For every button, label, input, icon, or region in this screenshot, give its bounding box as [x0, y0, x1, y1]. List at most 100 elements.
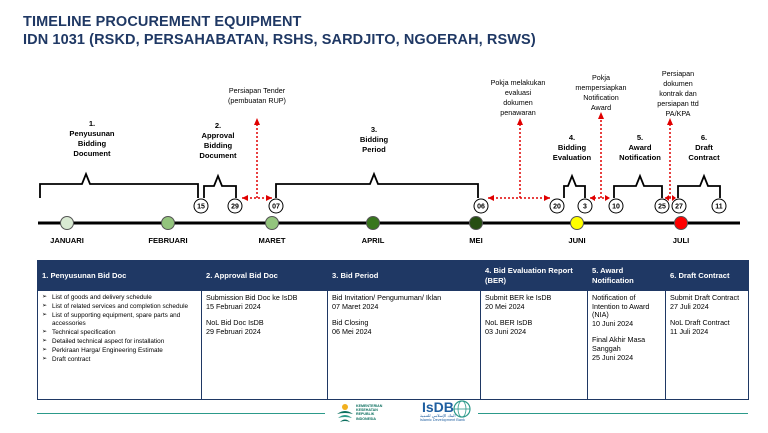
- phase-braces: [39, 171, 721, 198]
- month-node-februari: [161, 216, 175, 230]
- svg-text:20: 20: [553, 204, 561, 211]
- cell-date: 20 Mei 2024: [485, 301, 525, 311]
- cell-text: Submit Draft Contract: [670, 293, 740, 302]
- list-item: List of supporting equipment, spare part…: [42, 312, 197, 327]
- day-marker-07: 07: [268, 198, 284, 214]
- cell-text: NoL Draft Contract: [670, 318, 730, 328]
- cell-date: 29 Februari 2024: [206, 326, 261, 336]
- list-item: Technical specification: [42, 329, 197, 337]
- header-col-2: 2. Approval Bid Doc: [201, 260, 328, 291]
- day-marker-15: 15: [193, 198, 209, 214]
- kemenkes-logo-icon: [337, 404, 353, 422]
- table-header-row: 1. Penyusunan Bid Doc 2. Approval Bid Do…: [37, 260, 749, 291]
- day-marker-11: 11: [711, 198, 727, 214]
- list-item: List of related services and completion …: [42, 303, 197, 311]
- month-label-februari: FEBRUARI: [148, 236, 187, 245]
- brace-phase-4: [563, 173, 586, 198]
- cell-col-3: Bid Invitation/ Pengumuman/ Iklan 07 Mar…: [327, 290, 481, 400]
- cell-date: 10 Juni 2024: [592, 318, 634, 328]
- arrow-heads: [242, 112, 676, 201]
- month-label-mei: MEI: [469, 236, 483, 245]
- day-marker-06: 06: [473, 198, 489, 214]
- cell-col-1: List of goods and delivery schedule List…: [37, 290, 202, 400]
- header-col-3: 3. Bid Period: [327, 260, 481, 291]
- header-col-1: 1. Penyusunan Bid Doc: [37, 260, 202, 291]
- bid-doc-list: List of goods and delivery schedule List…: [42, 294, 197, 364]
- svg-text:29: 29: [231, 204, 239, 211]
- month-nodes: [60, 216, 688, 230]
- svg-text:27: 27: [675, 204, 683, 211]
- month-node-mei: [469, 216, 483, 230]
- svg-text:10: 10: [612, 204, 620, 211]
- isdb-logo-arabic: البنك الإسلامي للتنمية: [420, 413, 456, 418]
- month-label-maret: MARET: [259, 236, 286, 245]
- page-subtitle: IDN 1031 (RSKD, PERSAHABATAN, RSHS, SARD…: [23, 32, 536, 48]
- isdb-logo-text: IsDB: [422, 399, 454, 415]
- cell-date: 07 Maret 2024: [332, 301, 379, 311]
- month-node-juli: [674, 216, 688, 230]
- header-col-6: 6. Draft Contract: [665, 260, 749, 291]
- day-marker-29: 29: [227, 198, 243, 214]
- isdb-logo-subtext: Islamic Development Bank: [420, 418, 465, 422]
- brace-phase-3: [275, 171, 479, 198]
- list-item: List of goods and delivery schedule: [42, 294, 197, 302]
- cell-date: 06 Mei 2024: [332, 326, 372, 336]
- svg-text:3: 3: [583, 204, 587, 211]
- day-marker-10: 10: [608, 198, 624, 214]
- kemenkes-logo-text: KEMENTERIAN KESEHATAN REPUBLIK INDONESIA: [356, 404, 383, 421]
- cell-text: Submit BER ke IsDB: [485, 293, 552, 302]
- cell-date: 27 Juli 2024: [670, 301, 709, 311]
- list-item: Detailed technical aspect for installati…: [42, 338, 197, 346]
- cell-text: Submission Bid Doc ke IsDB: [206, 293, 298, 302]
- month-node-juni: [570, 216, 584, 230]
- footer-divider-right: [478, 413, 748, 414]
- svg-text:25: 25: [658, 204, 666, 211]
- cell-text: NoL BER IsDB: [485, 318, 533, 328]
- cell-date: 03 Juni 2024: [485, 326, 527, 336]
- day-marker-20: 20: [549, 198, 565, 214]
- month-label-juni: JUNI: [568, 236, 585, 245]
- brace-phase-5: [613, 173, 663, 198]
- note-persiapan-tender: Persiapan Tender(pembuatan RUP): [228, 86, 286, 105]
- day-marker-27: 27: [671, 198, 687, 214]
- month-label-juli: JULI: [673, 236, 689, 245]
- page-title: TIMELINE PROCUREMENT EQUIPMENT: [23, 14, 302, 30]
- month-node-maret: [265, 216, 279, 230]
- cell-col-4: Submit BER ke IsDB 20 Mei 2024 NoL BER I…: [480, 290, 588, 400]
- table-row: List of goods and delivery schedule List…: [37, 290, 749, 400]
- list-item: Perkiraan Harga/ Engineering Estimate: [42, 347, 197, 355]
- day-marker-25: 25: [654, 198, 670, 214]
- month-node-januari: [60, 216, 74, 230]
- list-item: Draft contract: [42, 356, 197, 364]
- header-col-5: 5. Award Notification: [587, 260, 666, 291]
- brace-phase-6: [677, 173, 721, 198]
- cell-text: Notification of Intention to Award (NIA): [592, 293, 650, 320]
- cell-col-2: Submission Bid Doc ke IsDB 15 Februari 2…: [201, 290, 328, 400]
- month-node-april: [366, 216, 380, 230]
- svg-text:11: 11: [715, 204, 723, 211]
- brace-phase-2: [203, 173, 237, 198]
- svg-text:07: 07: [272, 204, 280, 211]
- footer-divider-left: [37, 413, 325, 414]
- svg-text:15: 15: [197, 204, 205, 211]
- dotted-arrows: [242, 118, 676, 199]
- cell-date: 25 Juni 2024: [592, 352, 634, 362]
- cell-text: NoL Bid Doc IsDB: [206, 318, 264, 328]
- month-label-januari: JANUARI: [50, 236, 84, 245]
- cell-date: 11 Juli 2024: [670, 326, 709, 336]
- cell-text: Bid Invitation/ Pengumuman/ Iklan: [332, 293, 442, 302]
- cell-col-5: Notification of Intention to Award (NIA)…: [587, 290, 666, 400]
- isdb-globe-icon: [453, 400, 471, 418]
- cell-date: 15 Februari 2024: [206, 301, 261, 311]
- header-col-4: 4. Bid Evaluation Report (BER): [480, 260, 588, 291]
- day-marker-3: 3: [577, 198, 593, 214]
- cell-text: Bid Closing: [332, 318, 369, 328]
